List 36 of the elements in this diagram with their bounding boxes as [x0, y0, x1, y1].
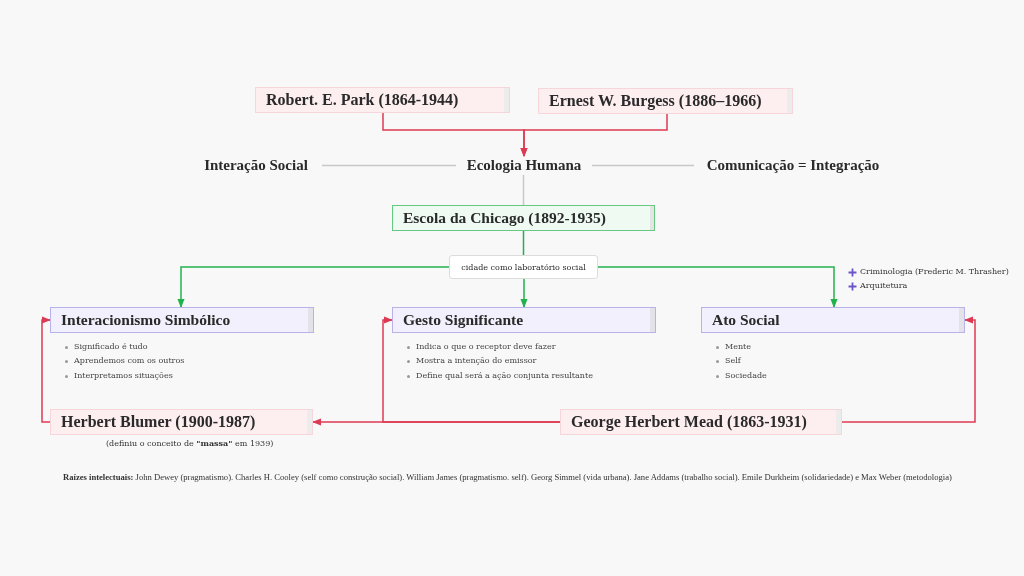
bullet-item: Sociedade	[715, 370, 767, 380]
footnote-text: Raízes intelectuais: John Dewey (pragmatismo). Charles H. Cooley (self como construção social). William James (pragmatismo. self). Georg Simmel (vida urbana). Jane Addams (trabalho social). Emile Durkheim (solidariedade) e Max Weber (metodologia)	[63, 472, 952, 482]
bullet-item: Indica o que o receptor deve fazer	[406, 342, 556, 351]
arrow	[41, 316, 51, 423]
arrow	[597, 266, 838, 308]
concept-box: Interacionismo Simbólico	[50, 307, 314, 333]
connector-line	[522, 230, 525, 256]
arrow	[841, 316, 976, 423]
school-box: Escola da Chicago (1892-1935)	[392, 205, 655, 231]
topic-label: Comunicação = Integração	[694, 156, 892, 175]
note-text: Arquitetura	[860, 281, 908, 290]
person-name-box: Ernest W. Burgess (1886–1966)	[538, 88, 793, 114]
bullet-item: Aprendemos com os outros	[64, 356, 185, 366]
connector-line	[522, 174, 525, 206]
topic-label: Interação Social	[190, 156, 322, 175]
arrow	[177, 266, 450, 308]
person-name-box: Robert. E. Park (1864-1944)	[255, 87, 510, 113]
bullet-item: Self	[715, 356, 741, 366]
concept-box: Gesto Significante	[392, 307, 656, 333]
bullet-item: Define qual será a ação conjunta resultante	[406, 370, 593, 380]
person-name-box: Herbert Blumer (1900-1987)	[50, 409, 313, 435]
annotation-text: (definiu o conceito de "massa" em 1939)	[106, 438, 274, 448]
process-box: cidade como laboratório social	[449, 255, 598, 279]
bullet-item: Interpretamos situações	[64, 370, 173, 380]
arrow	[520, 113, 668, 157]
note-text: Criminologia (Frederic M. Thrasher)	[860, 267, 1009, 276]
concept-box: Ato Social	[701, 307, 965, 333]
topic-label: Ecologia Humana	[456, 156, 592, 175]
arrow	[520, 278, 528, 308]
bullet-item: Significado é tudo	[64, 342, 148, 351]
connector-line	[321, 164, 457, 167]
bullet-item: Mostra a intenção do emissor	[406, 356, 537, 366]
connector-line	[591, 164, 695, 167]
bullet-item: Mente	[715, 342, 752, 351]
person-name-box: George Herbert Mead (1863-1931)	[560, 409, 842, 435]
arrow	[382, 316, 561, 423]
